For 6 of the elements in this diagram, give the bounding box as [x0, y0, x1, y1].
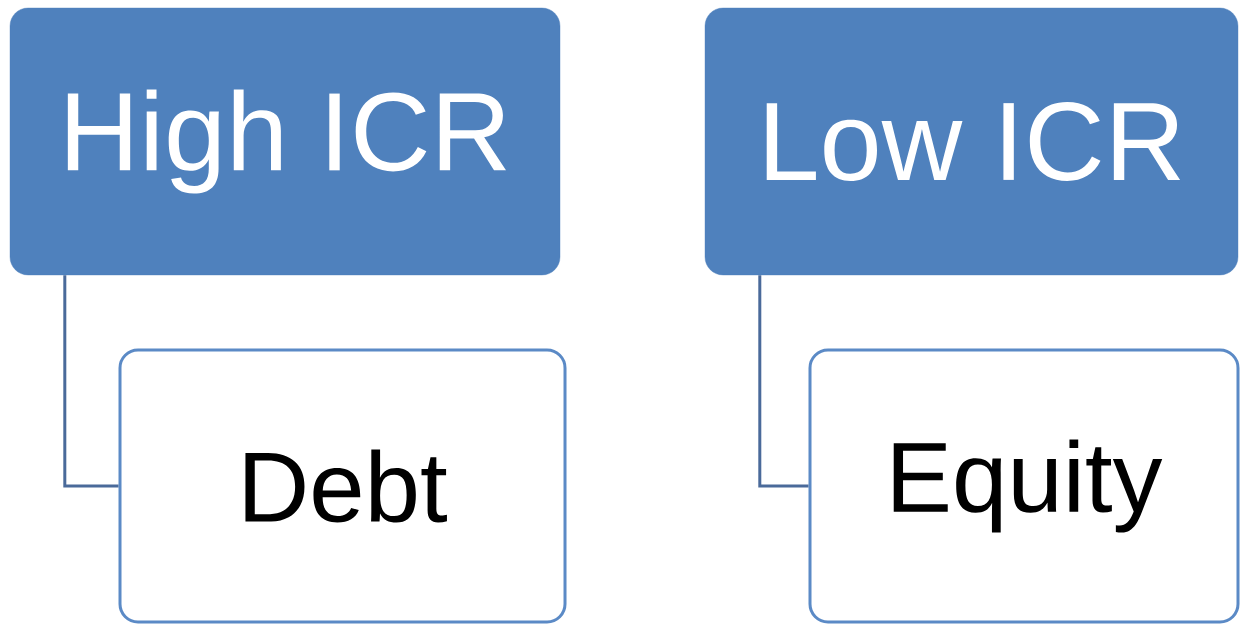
connector-line: [758, 275, 809, 488]
item-box: Equity: [808, 348, 1240, 624]
connector-line: [63, 275, 119, 488]
heading-box: High ICR: [9, 7, 561, 276]
item-box: Debt: [118, 348, 567, 624]
heading-box: Low ICR: [704, 7, 1239, 276]
